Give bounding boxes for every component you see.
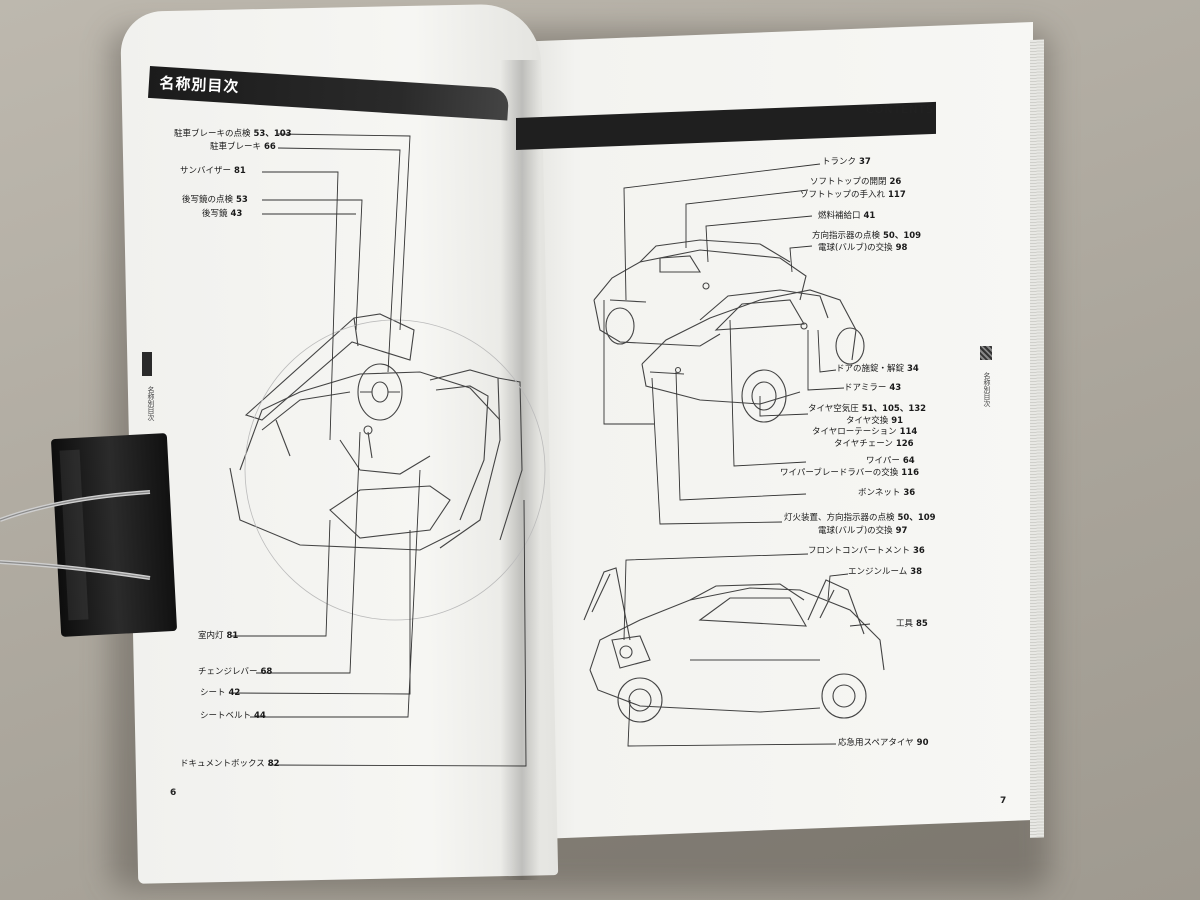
left-section-tab xyxy=(142,352,152,376)
left-section-tab-label: 名称別目次 xyxy=(147,386,155,421)
rear-car-drawing xyxy=(593,239,807,347)
right-page-number: 7 xyxy=(1000,796,1007,806)
front-car-drawing xyxy=(641,289,865,423)
left-page-number: 6 xyxy=(170,788,177,798)
right-section-tab xyxy=(980,346,992,360)
right-section-tab-label: 名称別目次 xyxy=(983,372,991,407)
book-gutter xyxy=(500,60,540,880)
right-leader-lines xyxy=(603,163,871,747)
interior-cockpit-drawing xyxy=(229,313,546,621)
cutaway-car-drawing xyxy=(583,567,885,723)
right-page-title: CONTENTS xyxy=(866,103,935,116)
left-leader-lines xyxy=(232,133,527,767)
